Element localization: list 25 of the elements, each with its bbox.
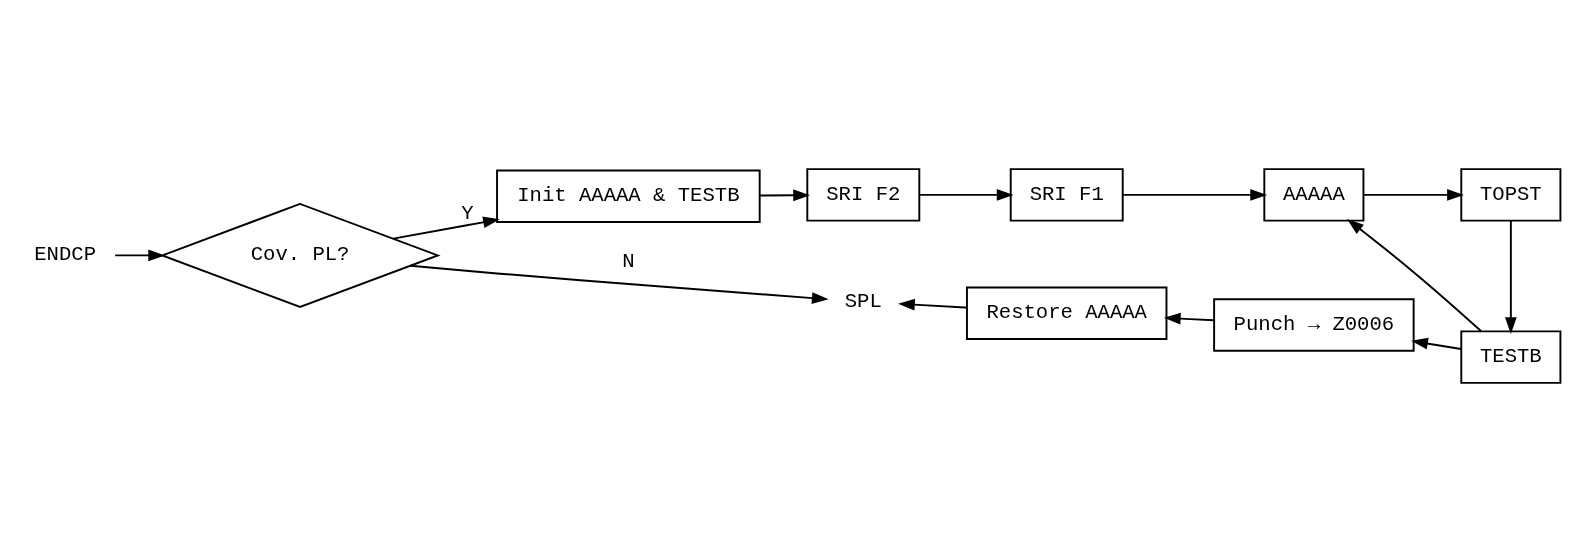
arrow [758,188,810,201]
arrow [1121,188,1268,201]
arrow [1504,219,1517,334]
arrow [1411,337,1462,350]
edge-label: Y [461,201,474,225]
node-text: SPL [844,289,882,313]
arrow [898,298,968,310]
arrow [1163,312,1215,325]
node-box: AAAAA [1263,167,1365,222]
arrow [1362,188,1464,201]
arrow [918,188,1014,201]
node-box: Restore AAAAA [965,286,1168,340]
node-diamond: Cov. PL? [159,202,441,308]
arrow [392,216,500,240]
arrow [114,249,166,261]
node-box: TESTB [1460,329,1562,384]
arrow [1347,218,1482,332]
node-box: Init AAAAA & TESTB [496,168,761,223]
node-box: SRI F2 [806,167,921,222]
node-box: TOPST [1460,167,1562,222]
node-box: SRI F1 [1009,167,1124,222]
edge-label: N [622,249,635,273]
node-box: Punch → Z0006 [1213,297,1415,352]
arrow [409,264,829,304]
node-text: ENDCP [34,242,97,266]
